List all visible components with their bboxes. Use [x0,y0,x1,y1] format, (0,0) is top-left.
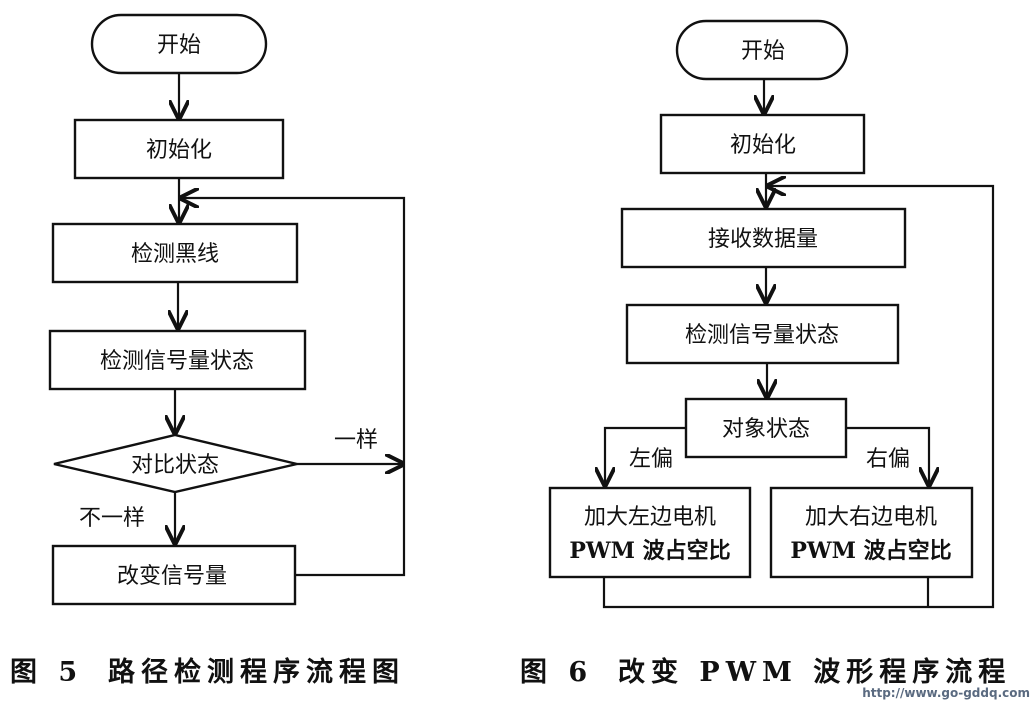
fig6-object-state-label: 对象状态 [722,417,810,442]
fig6-right-label: 右偏 [866,447,910,472]
fig6-left-action-line2: PWM 波占空比 [569,538,730,564]
fig6-left-action-box [548,486,752,579]
fig5-caption-title: 路径检测程序流程图 [108,656,405,688]
fig6-right-action-line1: 加大右边电机 [805,505,937,530]
fig6-init-box [659,113,866,175]
fig5-change-signal-label: 改变信号量 [117,564,227,589]
fig6-caption-number: 图 6 [520,657,593,688]
fig5-detect-line-label: 检测黑线 [131,242,219,267]
fig5-same-label: 一样 [334,428,378,453]
fig6-detect-signal-label: 检测信号量状态 [685,323,839,348]
fig5-compare-label: 对比状态 [131,453,219,478]
fig6-init-label: 初始化 [730,133,796,158]
fig5-detect-signal-box [48,329,307,391]
fig5-start-label: 开始 [157,33,201,58]
fig5-detect-signal-label: 检测信号量状态 [100,349,254,374]
figure-5: 开始 初始化 检测黑线 检测信号量状态 对比状态 一样 不一样 改变信号量 图 … [10,13,406,688]
fig6-right-action-box [769,486,974,579]
fig5-caption-number: 图 5 [10,657,83,688]
fig6-start-terminal [675,19,849,81]
fig6-arrow-left [605,426,686,485]
fig5-detect-line-box [51,222,299,284]
fig5-init-label: 初始化 [146,138,212,163]
fig5-change-signal-box [51,544,297,606]
fig6-loop-back-line [602,186,995,609]
fig6-caption-title: 改变 PWM 波形程序流程 [618,656,1011,688]
figure-6: 开始 初始化 接收数据量 检测信号量状态 对象状态 左偏 右偏 加大左边电机 P… [520,19,1030,700]
fig6-receive-box [620,207,907,269]
fig6-arrow-right [846,426,929,485]
fig6-left-label: 左偏 [629,447,673,472]
fig5-loop-back-line [181,198,406,577]
watermark: http://www.go-gddq.com [862,686,1030,700]
fig6-receive-label: 接收数据量 [708,227,818,252]
fig6-right-action-line2: PWM 波占空比 [790,538,951,564]
fig6-detect-signal-box [625,303,900,365]
fig5-different-label: 不一样 [79,506,145,531]
fig6-start-label: 开始 [741,39,785,64]
fig5-init-box [73,118,285,180]
fig6-left-action-line1: 加大左边电机 [584,505,716,530]
fig6-object-state-box [684,397,848,459]
